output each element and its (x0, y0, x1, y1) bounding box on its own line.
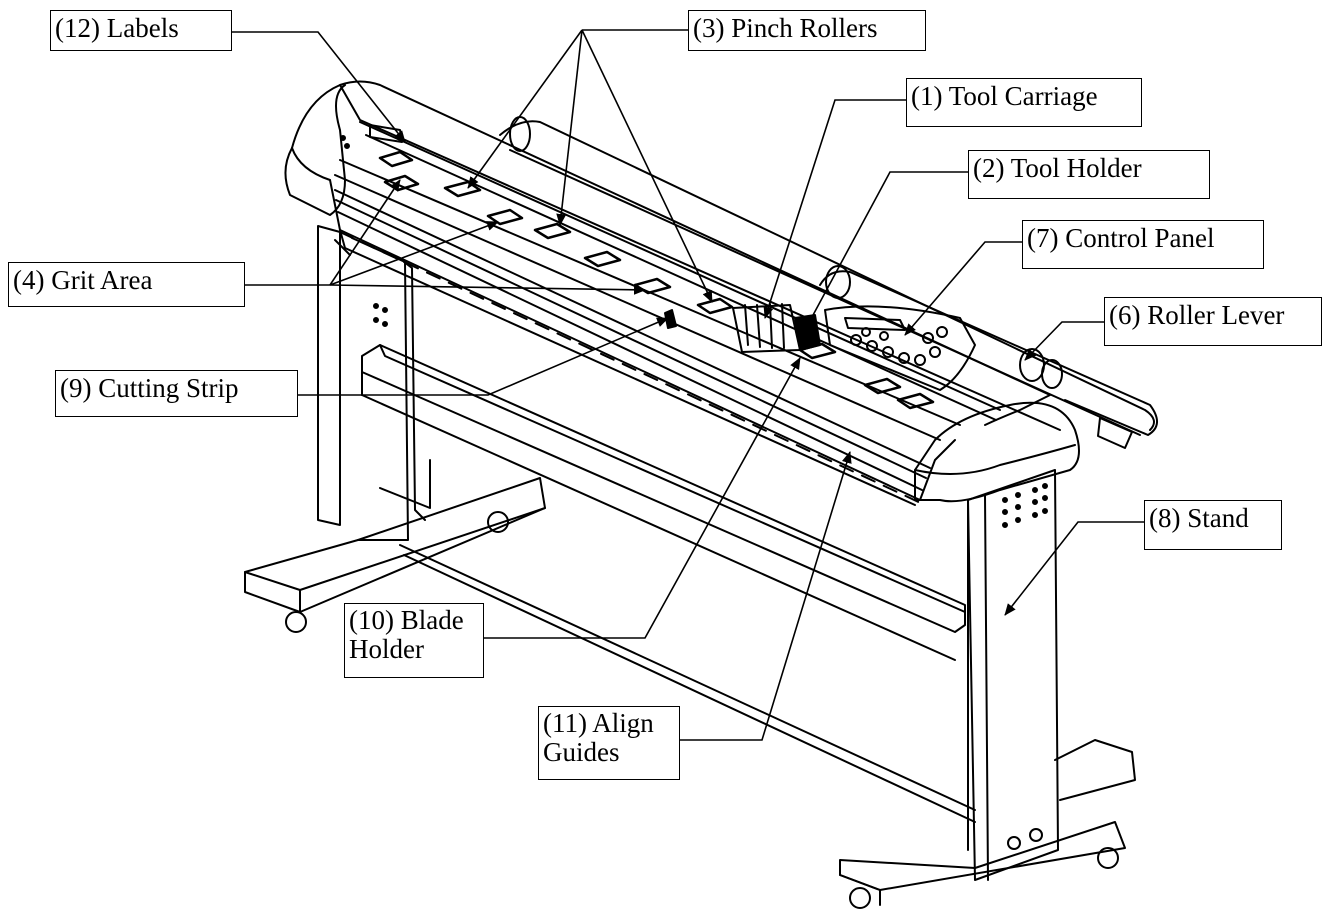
label-grit-area: (4) Grit Area (8, 262, 245, 307)
stand-vents (1002, 483, 1048, 528)
label-control-panel: (7) Control Panel (1022, 220, 1264, 269)
leader-roller-lever (1024, 321, 1104, 361)
leader-labels (232, 31, 406, 143)
leader-blade-holder (484, 357, 801, 639)
label-stand: (8) Stand (1144, 500, 1282, 550)
left-end-cap (284, 84, 346, 216)
leader-cutting-strip (298, 317, 669, 396)
label-blade-holder-line2: Holder (349, 634, 424, 664)
cutting-strip-groove (339, 231, 926, 506)
cross-bar (361, 344, 976, 823)
label-align-guides-line1: (11) Align (543, 708, 654, 738)
leader-tool-holder (804, 171, 968, 331)
leader-control-panel (904, 241, 1022, 336)
label-cutting-strip: (9) Cutting Strip (55, 370, 298, 417)
label-blade-holder-line1: (10) Blade (349, 605, 464, 635)
label-align-guides: (11) Align Guides (538, 706, 680, 780)
right-stand (839, 469, 1136, 909)
plotter-body-top (291, 80, 1051, 426)
leader-align-guides (680, 451, 852, 741)
leader-stand (1004, 521, 1144, 616)
leader-lines (232, 29, 1144, 741)
label-blade-holder: (10) Blade Holder (344, 603, 484, 678)
label-pinch-rollers: (3) Pinch Rollers (688, 10, 926, 51)
right-end-cap (914, 401, 1080, 503)
label-labels: (12) Labels (50, 10, 232, 51)
label-align-guides-line2: Guides (543, 737, 620, 767)
label-tool-carriage: (1) Tool Carriage (906, 78, 1142, 127)
label-roller-lever: (6) Roller Lever (1104, 297, 1322, 346)
left-stand (244, 225, 546, 633)
label-tool-holder: (2) Tool Holder (968, 150, 1210, 199)
plotter-illustration (244, 80, 1158, 909)
leader-tool-carriage (763, 99, 906, 319)
